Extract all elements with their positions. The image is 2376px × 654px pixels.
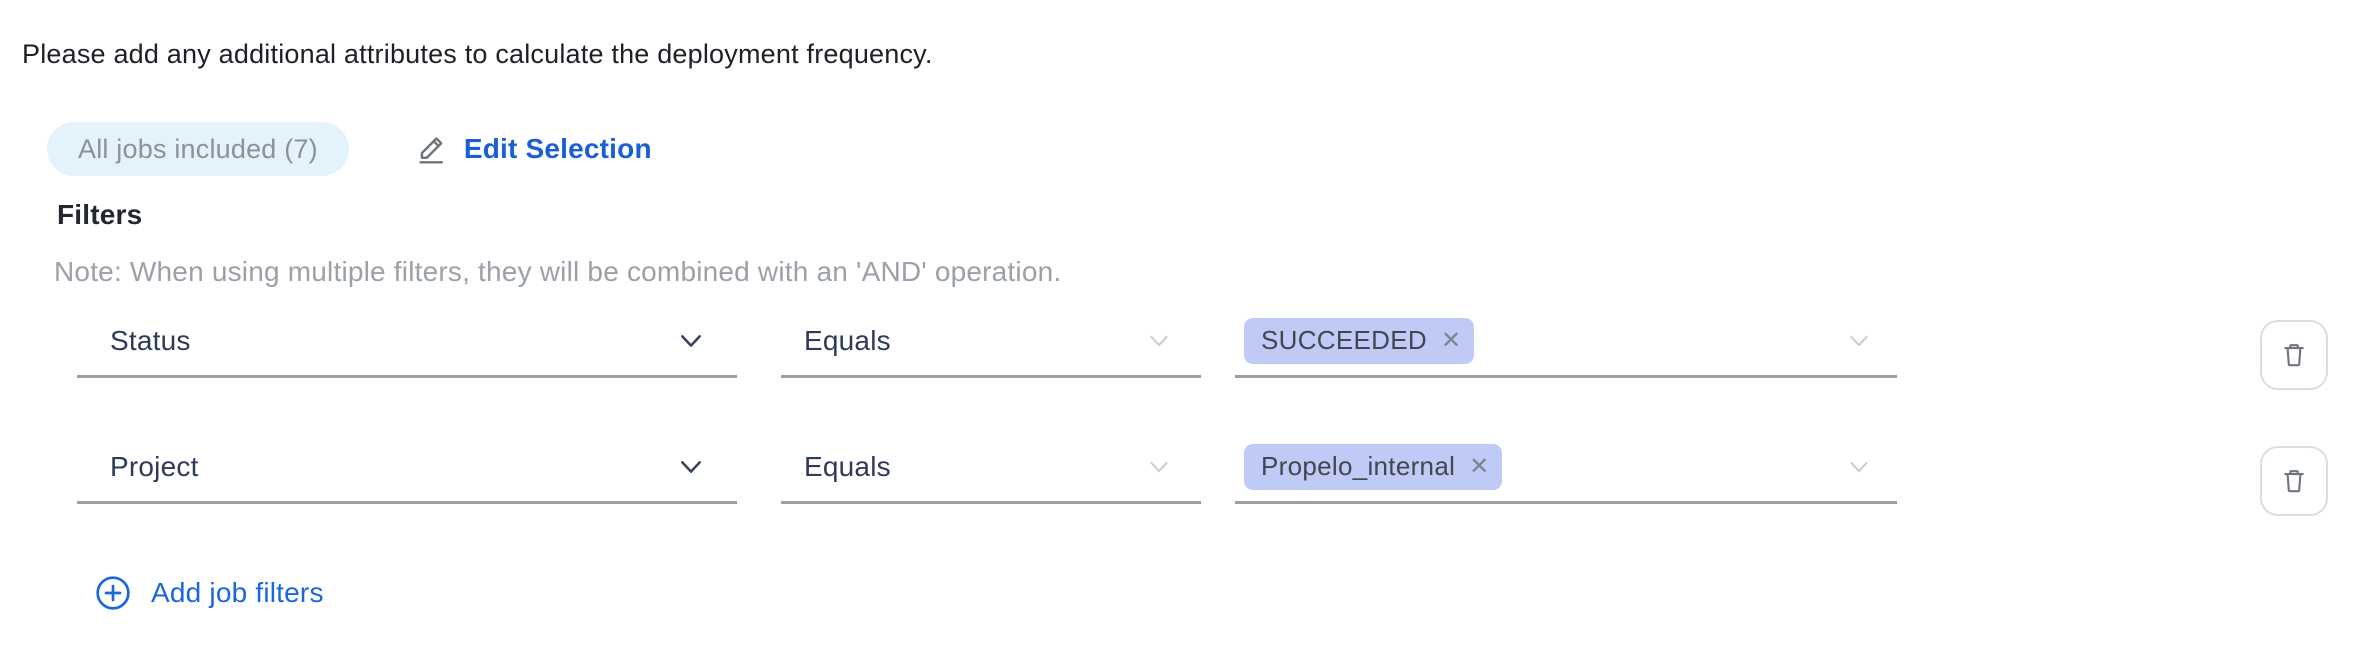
chevron-down-icon — [675, 451, 707, 483]
chevron-down-icon — [1845, 327, 1873, 355]
value-tag: SUCCEEDED ✕ — [1244, 317, 1475, 364]
add-job-filters-button[interactable]: Add job filters — [93, 570, 324, 616]
edit-selection-label: Edit Selection — [463, 133, 652, 164]
value-tag: Propelo_internal ✕ — [1244, 443, 1503, 490]
attribute-select[interactable]: Project — [77, 432, 737, 504]
chevron-down-icon — [1845, 453, 1873, 481]
values-multiselect[interactable]: SUCCEEDED ✕ — [1235, 306, 1897, 378]
chevron-down-icon — [675, 325, 707, 357]
edit-selection-button[interactable]: Edit Selection — [414, 132, 652, 166]
filter-row: Status Equals SUCCEEDED ✕ — [77, 306, 2337, 390]
attribute-select[interactable]: Status — [77, 306, 737, 378]
chevron-down-icon — [1145, 453, 1173, 481]
jobs-included-pill: All jobs included (7) — [47, 122, 349, 176]
trash-icon — [2278, 465, 2310, 497]
operator-select-value: Equals — [804, 450, 891, 482]
filters-note: Note: When using multiple filters, they … — [54, 256, 1062, 287]
attribute-select-value: Project — [110, 450, 199, 482]
edit-pencil-icon — [414, 132, 448, 166]
job-selection-bar: All jobs included (7) Edit Selection — [47, 122, 652, 176]
delete-filter-button[interactable] — [2260, 320, 2328, 390]
operator-select-value: Equals — [804, 324, 891, 356]
add-job-filters-label: Add job filters — [151, 577, 324, 608]
instruction-text: Please add any additional attributes to … — [22, 39, 933, 69]
values-multiselect[interactable]: Propelo_internal ✕ — [1235, 432, 1897, 504]
value-tag-label: SUCCEEDED — [1261, 325, 1427, 355]
remove-value-icon[interactable]: ✕ — [1469, 452, 1490, 480]
filters-heading: Filters — [57, 199, 143, 230]
plus-circle-icon — [93, 573, 133, 613]
operator-select[interactable]: Equals — [781, 306, 1201, 378]
delete-filter-button[interactable] — [2260, 446, 2328, 516]
chevron-down-icon — [1145, 327, 1173, 355]
attribute-select-value: Status — [110, 324, 191, 356]
trash-icon — [2278, 339, 2310, 371]
filter-row: Project Equals Propelo_internal ✕ — [77, 432, 2337, 516]
value-tag-label: Propelo_internal — [1261, 451, 1456, 481]
operator-select[interactable]: Equals — [781, 432, 1201, 504]
remove-value-icon[interactable]: ✕ — [1440, 326, 1462, 354]
